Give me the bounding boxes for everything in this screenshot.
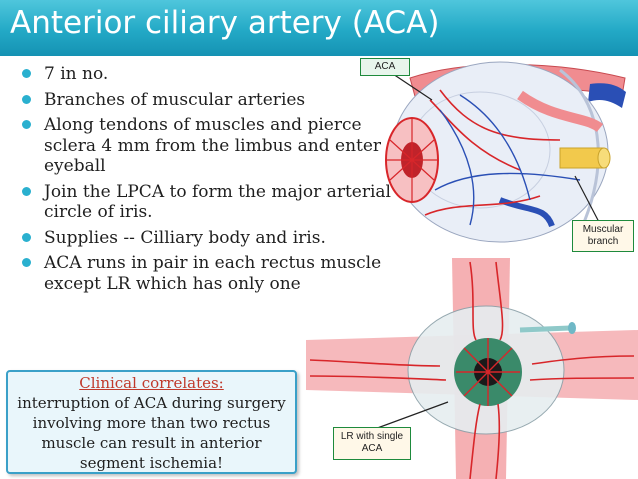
label-muscular-line2: branch — [587, 236, 619, 247]
label-muscular-branch: Muscular branch — [572, 220, 634, 252]
bullet-dot-icon — [22, 258, 31, 267]
eyeball-illustration-side — [385, 61, 626, 243]
bullet-item: 7 in no. — [20, 64, 400, 85]
clinical-line: segment ischemia! — [79, 454, 224, 472]
bullet-item: Supplies -- Cilliary body and iris. — [20, 228, 400, 249]
bullet-item: Join the LPCA to form the major arterial… — [20, 182, 400, 223]
slide-title: Anterior ciliary artery (ACA) — [10, 5, 440, 41]
bullet-list: 7 in no. Branches of muscular arteries A… — [20, 64, 400, 299]
bullet-text: ACA runs in pair in each rectus muscle e… — [44, 253, 382, 294]
clinical-heading: Clinical correlates: — [79, 374, 224, 392]
label-lr-line2: ACA — [361, 443, 383, 454]
clinical-line: muscle can result in anterior — [41, 434, 262, 452]
bullet-item: Branches of muscular arteries — [20, 90, 400, 111]
bullet-dot-icon — [22, 69, 31, 78]
label-lr-line1: LR with single — [340, 431, 404, 442]
clinical-line: involving more than two rectus — [32, 414, 271, 432]
bullet-text: Branches of muscular arteries — [44, 89, 306, 110]
bullet-text: Along tendons of muscles and pierce scle… — [44, 115, 382, 176]
bullet-dot-icon — [22, 120, 31, 129]
clinical-line: interruption of ACA during surgery — [17, 394, 286, 412]
label-muscular-line1: Muscular — [582, 224, 624, 235]
title-bar — [0, 0, 638, 56]
bullet-item: Along tendons of muscles and pierce scle… — [20, 115, 400, 177]
bullet-dot-icon — [22, 94, 31, 104]
bullet-item: ACA runs in pair in each rectus muscle e… — [20, 253, 400, 294]
label-aca: ACA — [360, 58, 410, 76]
bullet-text: 7 in no. — [44, 64, 109, 84]
bullet-dot-icon — [22, 186, 31, 196]
eyeball-illustration-front — [306, 258, 638, 479]
clinical-correlates-box: Clinical correlates: interruption of ACA… — [6, 370, 297, 474]
bullet-text: Join the LPCA to form the major arterial… — [44, 181, 391, 223]
label-lr-single-aca: LR with single ACA — [333, 427, 411, 460]
bullet-dot-icon — [22, 232, 31, 242]
bullet-text: Supplies -- Cilliary body and iris. — [44, 227, 326, 248]
